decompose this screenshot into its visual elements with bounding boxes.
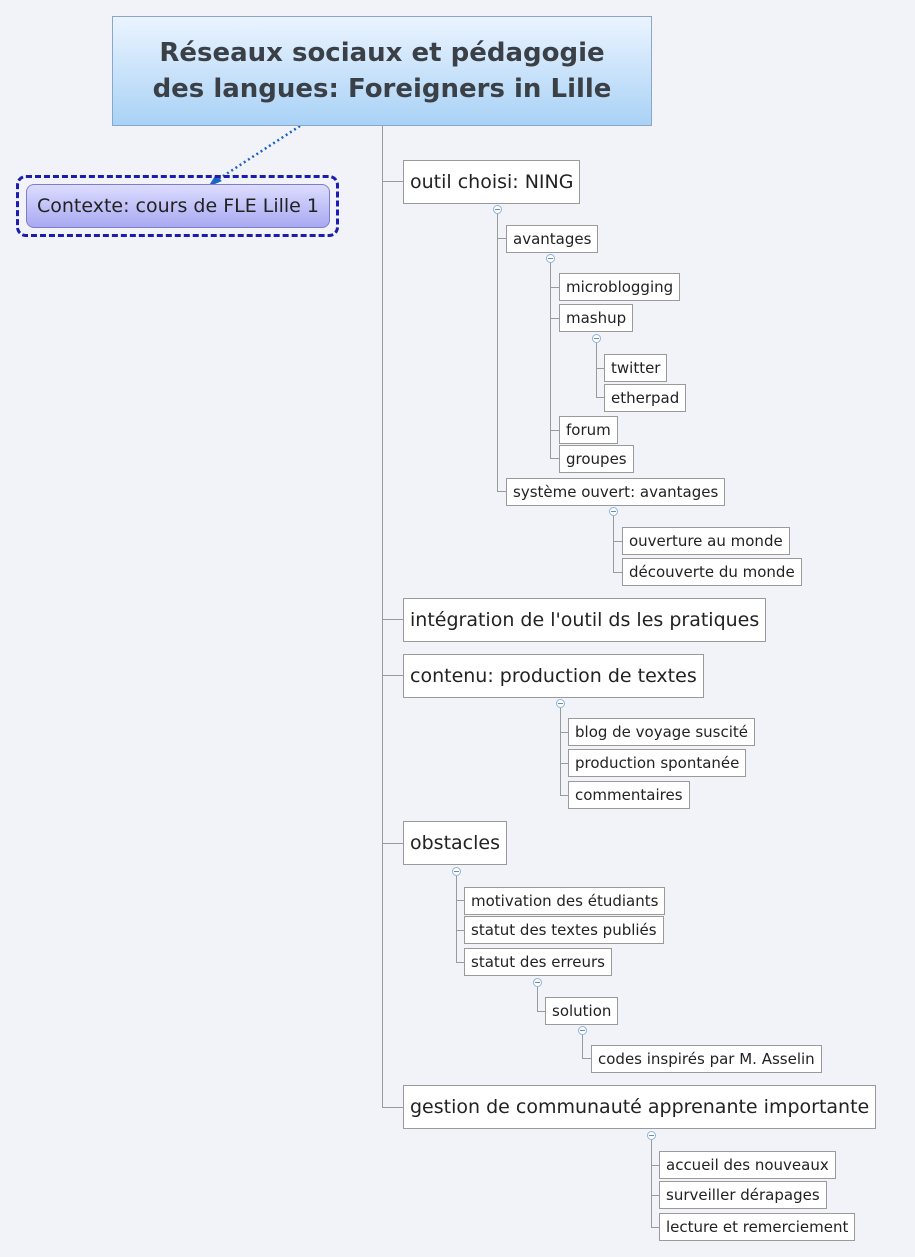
context-callout-label: Contexte: cours de FLE Lille 1 — [36, 195, 319, 217]
topic-label: accueil des nouveaux — [666, 1156, 829, 1174]
collapse-toggle-icon[interactable] — [546, 254, 555, 263]
topic-lecture[interactable]: lecture et remerciement — [659, 1213, 856, 1241]
collapse-toggle-icon[interactable] — [578, 1026, 587, 1035]
topic-blog-de-voyage[interactable]: blog de voyage suscité — [568, 718, 755, 746]
collapse-toggle-icon[interactable] — [556, 699, 565, 708]
collapse-toggle-icon[interactable] — [493, 205, 502, 214]
topic-label: groupes — [566, 450, 627, 468]
topic-label: forum — [566, 421, 611, 439]
topic-forum[interactable]: forum — [559, 416, 618, 444]
topic-label: gestion de communauté apprenante importa… — [410, 1096, 870, 1118]
topic-label: mashup — [566, 309, 627, 327]
topic-gestion-communaute[interactable]: gestion de communauté apprenante importa… — [403, 1085, 877, 1129]
topic-label: blog de voyage suscité — [575, 723, 748, 741]
topic-label: lecture et remerciement — [666, 1218, 849, 1236]
collapse-toggle-icon[interactable] — [452, 867, 461, 876]
topic-groupes[interactable]: groupes — [559, 445, 634, 473]
topic-label: microblogging — [566, 278, 674, 296]
topic-motivation[interactable]: motivation des étudiants — [464, 887, 666, 915]
topic-accueil[interactable]: accueil des nouveaux — [659, 1151, 836, 1179]
topic-microblogging[interactable]: microblogging — [559, 273, 681, 301]
topic-obstacles[interactable]: obstacles — [403, 821, 507, 865]
topic-integration[interactable]: intégration de l'outil ds les pratiques — [403, 598, 767, 642]
topic-label: motivation des étudiants — [471, 892, 659, 910]
topic-label: avantages — [513, 230, 592, 248]
topic-statut-textes[interactable]: statut des textes publiés — [464, 916, 664, 944]
topic-label: ouverture au monde — [629, 532, 783, 550]
collapse-toggle-icon[interactable] — [533, 978, 542, 987]
topic-mashup[interactable]: mashup — [559, 304, 634, 332]
topic-production-spontanee[interactable]: production spontanée — [568, 749, 747, 777]
collapse-toggle-icon[interactable] — [592, 334, 601, 343]
topic-label: obstacles — [410, 832, 500, 854]
topic-contenu[interactable]: contenu: production de textes — [403, 654, 704, 698]
topic-decouverte-du-monde[interactable]: découverte du monde — [622, 558, 802, 586]
topic-systeme-ouvert[interactable]: système ouvert: avantages — [506, 478, 726, 506]
topic-label: production spontanée — [575, 754, 740, 772]
collapse-toggle-icon[interactable] — [647, 1131, 656, 1140]
central-topic-label: Réseaux sociaux et pédagogie des langues… — [152, 37, 612, 104]
topic-label: solution — [552, 1002, 612, 1020]
topic-label: statut des erreurs — [471, 953, 605, 971]
topic-etherpad[interactable]: etherpad — [604, 384, 687, 412]
collapse-toggle-icon[interactable] — [609, 507, 618, 516]
central-topic[interactable]: Réseaux sociaux et pédagogie des langues… — [112, 16, 652, 126]
topic-ouverture-au-monde[interactable]: ouverture au monde — [622, 527, 790, 555]
topic-solution[interactable]: solution — [545, 997, 619, 1025]
callout-selection-frame — [16, 175, 339, 237]
topic-commentaires[interactable]: commentaires — [568, 781, 690, 809]
topic-label: outil choisi: NING — [410, 171, 574, 193]
topic-label: contenu: production de textes — [410, 665, 697, 687]
topic-label: commentaires — [575, 786, 683, 804]
topic-twitter[interactable]: twitter — [604, 354, 668, 382]
context-callout[interactable]: Contexte: cours de FLE Lille 1 — [26, 184, 330, 228]
topic-statut-erreurs[interactable]: statut des erreurs — [464, 948, 612, 976]
relationship-arrow — [213, 124, 301, 184]
topic-label: codes inspirés par M. Asselin — [598, 1050, 815, 1068]
topic-outil-choisi[interactable]: outil choisi: NING — [403, 160, 581, 204]
topic-codes-asselin[interactable]: codes inspirés par M. Asselin — [591, 1045, 822, 1073]
topic-label: surveiller dérapages — [666, 1186, 820, 1204]
topic-label: intégration de l'outil ds les pratiques — [410, 609, 760, 631]
topic-avantages[interactable]: avantages — [506, 225, 599, 253]
topic-label: etherpad — [611, 389, 680, 407]
topic-label: découverte du monde — [629, 563, 795, 581]
topic-label: twitter — [611, 359, 661, 377]
topic-label: système ouvert: avantages — [513, 483, 719, 501]
topic-label: statut des textes publiés — [471, 921, 657, 939]
topic-surveiller[interactable]: surveiller dérapages — [659, 1181, 827, 1209]
